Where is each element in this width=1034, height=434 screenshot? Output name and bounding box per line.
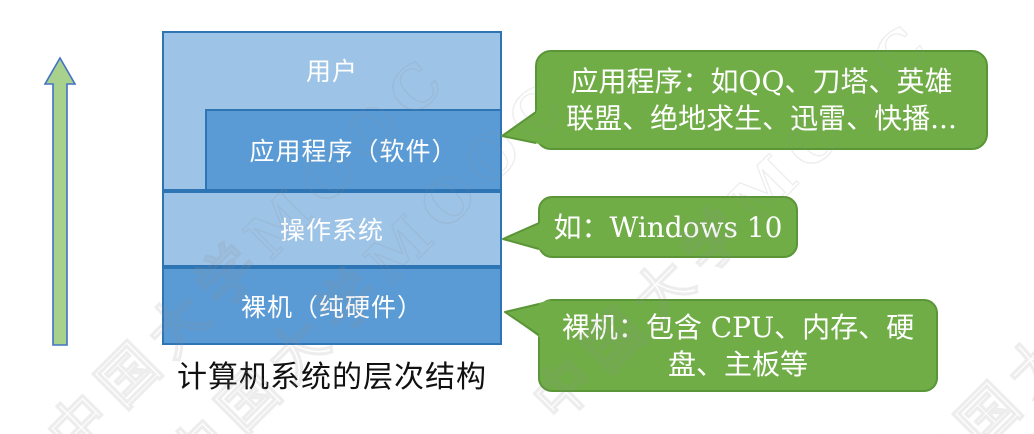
layer-hardware — [162, 267, 502, 345]
callout-os-line1: 如：Windows 10 — [553, 210, 783, 244]
up-arrow — [43, 56, 77, 346]
callout-application: 应用程序：如QQ、刀塔、英雄 联盟、绝地求生、迅雷、快播... — [535, 50, 988, 150]
callout-application-line2: 联盟、绝地求生、迅雷、快播... — [566, 102, 957, 135]
callout-application-line1: 应用程序：如QQ、刀塔、英雄 — [570, 65, 953, 98]
callout-os: 如：Windows 10 — [538, 196, 798, 258]
diagram-caption: 计算机系统的层次结构 — [177, 360, 487, 395]
callout-hardware: 裸机：包含 CPU、内存、硬 盘、主板等 — [538, 299, 938, 392]
callout-hardware-line1: 裸机：包含 CPU、内存、硬 — [561, 310, 915, 344]
layer-application — [205, 109, 502, 191]
layer-os — [162, 191, 502, 267]
callout-hardware-line2: 盘、主板等 — [667, 347, 808, 381]
